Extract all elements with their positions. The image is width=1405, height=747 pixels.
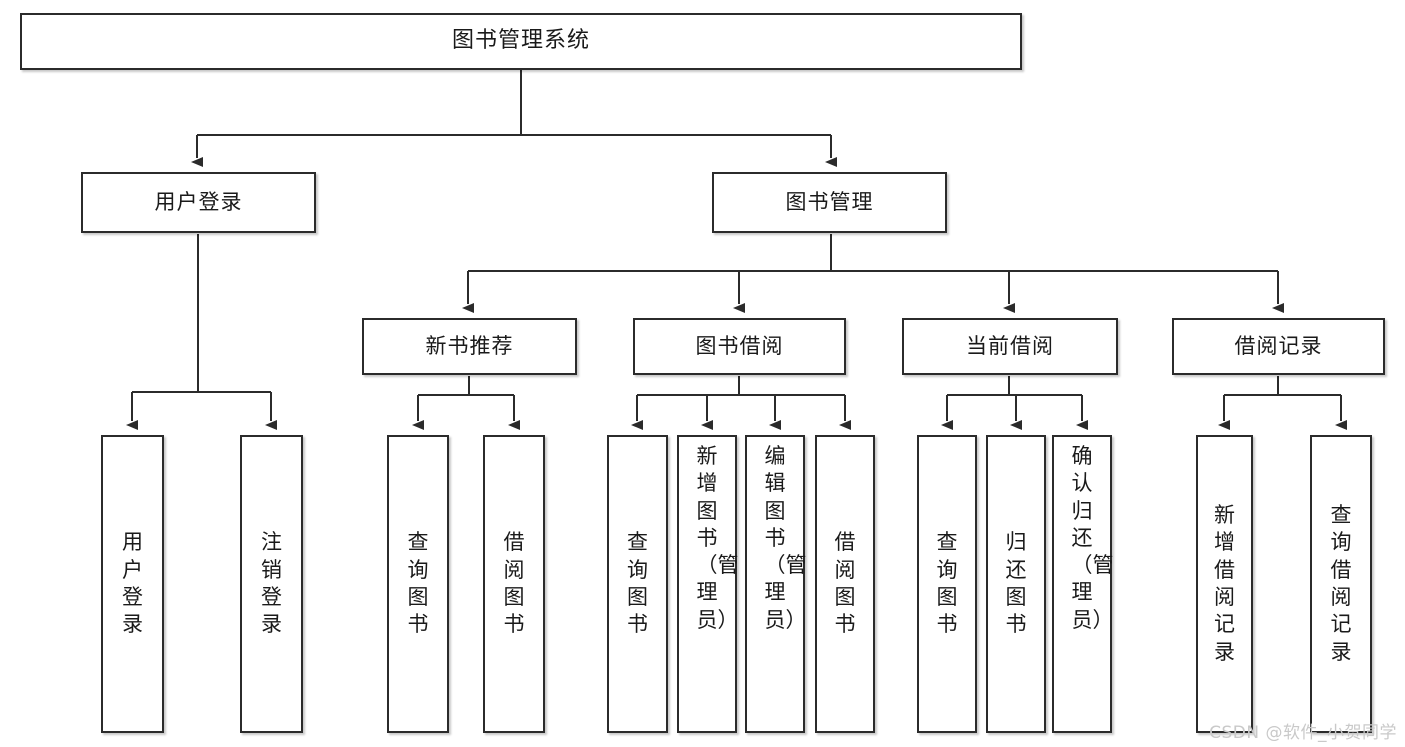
node-label: 注销登录 — [261, 530, 282, 637]
node-label: 查询图书 — [936, 530, 958, 637]
leaf-confirm-return-admin[interactable]: 确认归还（管理员） — [1052, 435, 1114, 733]
leaf-query-books-current[interactable]: 查询图书 — [917, 435, 977, 733]
node-label: 用户登录 — [122, 530, 143, 637]
node-user-login[interactable]: 用户登录 — [81, 172, 316, 233]
node-label: 新增图书（管理员） — [696, 444, 739, 632]
csdn-watermark: CSDN @软件_小贺同学 — [1209, 723, 1397, 743]
node-label: 查询借阅记录 — [1330, 503, 1352, 664]
node-label: 借阅图书 — [834, 530, 856, 637]
leaf-borrow-books-newbook[interactable]: 借阅图书 — [483, 435, 545, 733]
leaf-query-borrow-record[interactable]: 查询借阅记录 — [1310, 435, 1372, 733]
node-label: 用户登录 — [154, 189, 243, 214]
node-label: 当前借阅 — [966, 333, 1054, 358]
node-label: 图书管理 — [785, 189, 874, 214]
leaf-logout[interactable]: 注销登录 — [240, 435, 303, 733]
node-label: 新书推荐 — [425, 333, 514, 358]
node-label: 图书管理系统 — [451, 28, 590, 54]
node-label: 确认归还（管理员） — [1071, 444, 1114, 632]
node-root-system[interactable]: 图书管理系统 — [20, 13, 1022, 70]
node-label: 查询图书 — [407, 530, 429, 637]
leaf-borrow-books-borrow[interactable]: 借阅图书 — [815, 435, 875, 733]
leaf-user-login[interactable]: 用户登录 — [101, 435, 164, 733]
leaf-return-books[interactable]: 归还图书 — [986, 435, 1046, 733]
leaf-query-books-newbook[interactable]: 查询图书 — [387, 435, 449, 733]
node-book-borrowing[interactable]: 图书借阅 — [633, 318, 846, 375]
node-book-management[interactable]: 图书管理 — [712, 172, 947, 233]
node-current-borrowing[interactable]: 当前借阅 — [902, 318, 1118, 375]
node-label: 借阅图书 — [503, 530, 525, 637]
node-label: 查询图书 — [627, 530, 648, 637]
node-label: 图书借阅 — [695, 333, 784, 358]
leaf-add-borrow-record[interactable]: 新增借阅记录 — [1196, 435, 1253, 733]
node-label: 编辑图书（管理员） — [764, 444, 807, 632]
leaf-query-books-borrow[interactable]: 查询图书 — [607, 435, 668, 733]
node-label: 归还图书 — [1005, 530, 1027, 637]
node-borrowing-record[interactable]: 借阅记录 — [1172, 318, 1385, 375]
node-new-book-recommendation[interactable]: 新书推荐 — [362, 318, 577, 375]
leaf-add-book-admin[interactable]: 新增图书（管理员） — [677, 435, 739, 733]
node-label: 借阅记录 — [1234, 333, 1323, 358]
node-label: 新增借阅记录 — [1214, 503, 1235, 664]
leaf-edit-book-admin[interactable]: 编辑图书（管理员） — [745, 435, 807, 733]
